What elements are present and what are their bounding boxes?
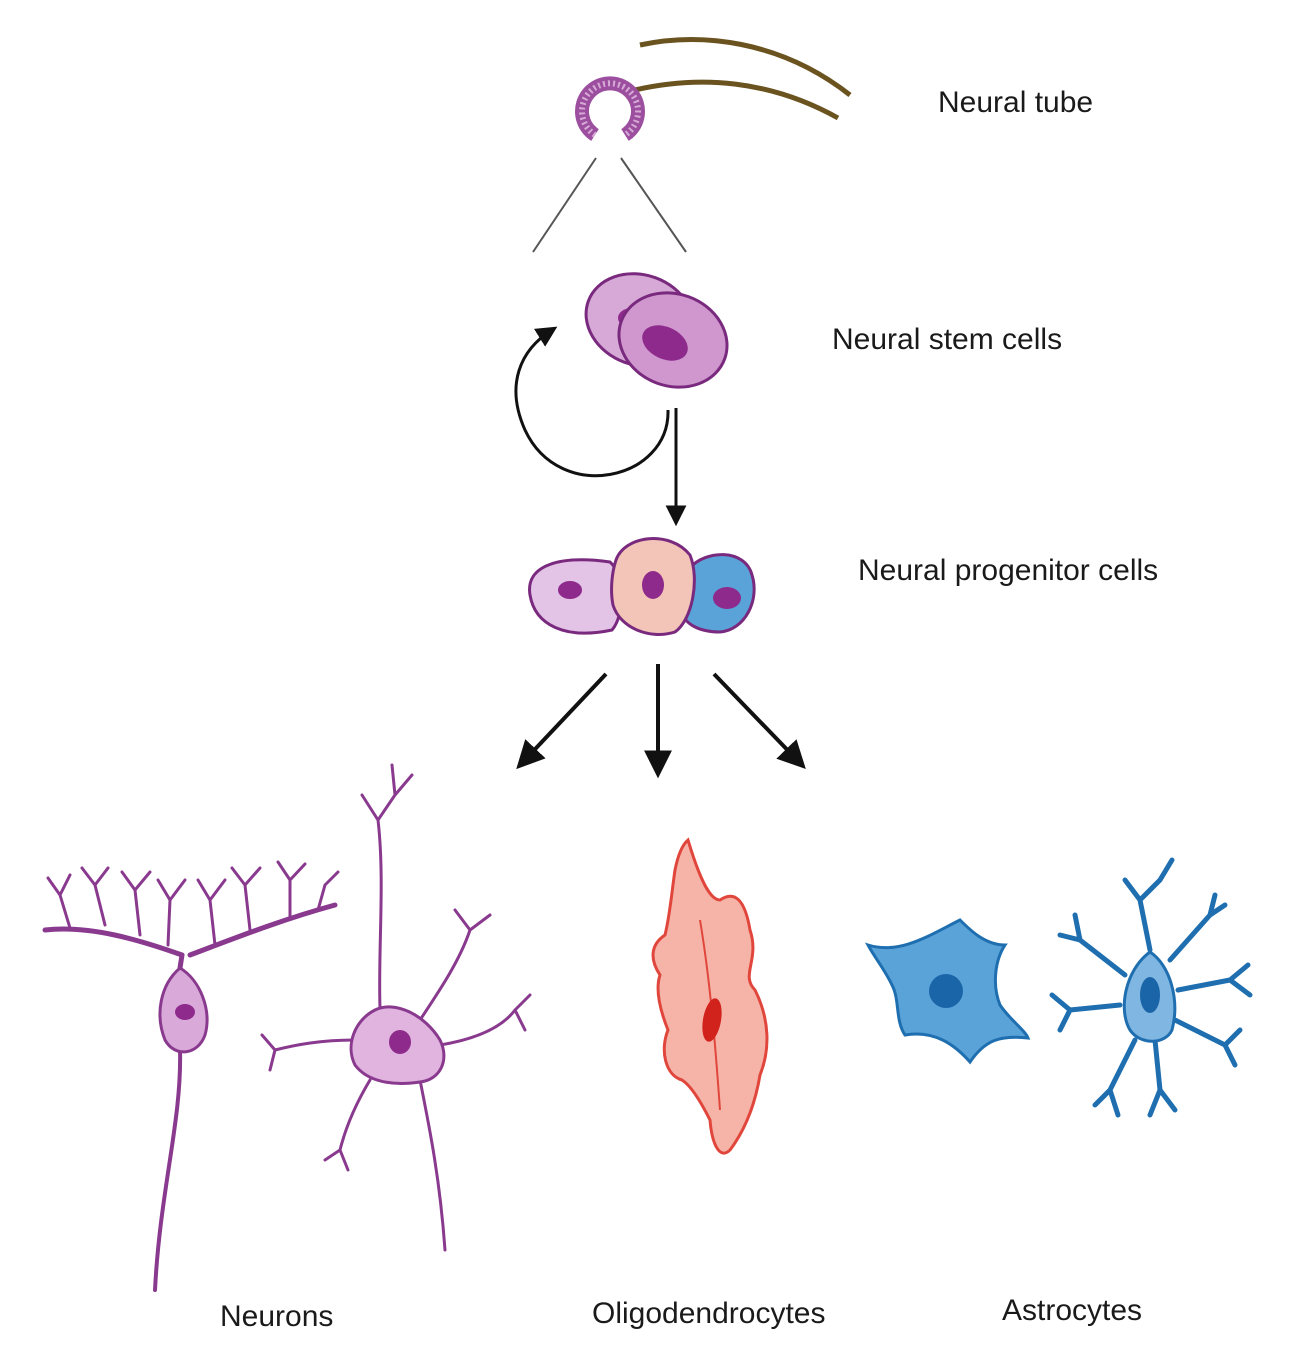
neural-progenitor-cells-illustration — [528, 537, 756, 636]
label-astrocytes: Astrocytes — [1002, 1294, 1143, 1327]
label-neural-stem-cells: Neural stem cells — [832, 323, 1063, 356]
lineage-arrows — [516, 664, 806, 779]
zoom-lines — [532, 157, 687, 253]
neuron-2-illustration — [260, 763, 532, 1252]
neural-tube-illustration — [575, 37, 852, 141]
astrocyte-2-illustration — [1049, 857, 1253, 1118]
label-neural-progenitor-cells: Neural progenitor cells — [858, 554, 1159, 587]
neural-stem-cells-illustration — [584, 272, 729, 389]
label-neurons: Neurons — [220, 1300, 334, 1333]
label-oligodendrocytes: Oligodendrocytes — [592, 1297, 826, 1330]
oligodendrocyte-illustration — [651, 837, 769, 1155]
label-neural-tube: Neural tube — [938, 86, 1094, 119]
astrocyte-1-illustration — [864, 918, 1031, 1065]
self-renewal-arrow — [514, 326, 670, 478]
neuron-1-illustration — [42, 860, 340, 1292]
